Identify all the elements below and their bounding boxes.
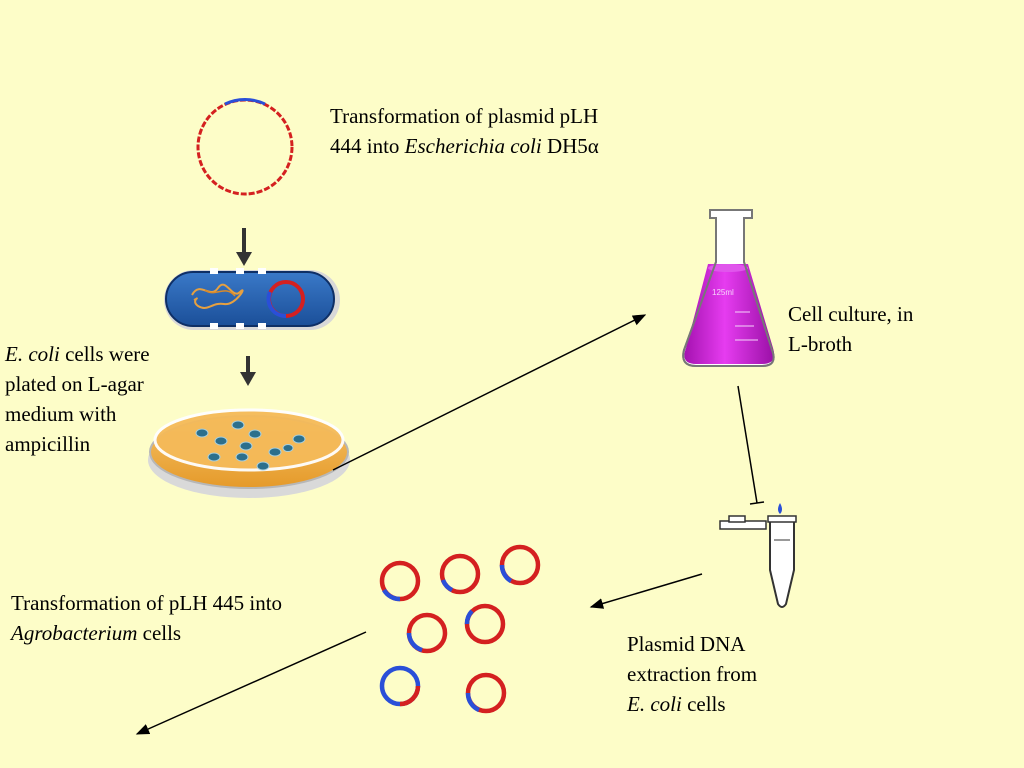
label-text: L-broth	[788, 332, 853, 356]
label-line: E. coli cells were	[5, 339, 150, 369]
small-plasmid-icon	[379, 665, 421, 707]
species-name: E. coli	[627, 692, 682, 716]
species-name: Agrobacterium	[11, 621, 138, 645]
petri-dish-icon	[148, 408, 350, 498]
label-text: DH5α	[541, 134, 599, 158]
label-text: extraction from	[627, 662, 758, 686]
label-cell-culture: Cell culture, in L-broth	[788, 299, 913, 359]
small-plasmid-icon	[465, 672, 507, 714]
label-line: Agrobacterium cells	[11, 618, 282, 648]
species-name: Escherichia coli	[404, 134, 542, 158]
label-text: 444 into	[330, 134, 405, 158]
label-text: Cell culture, in	[788, 302, 914, 326]
label-line: plated on L-agar	[5, 369, 150, 399]
label-text: plated on L-agar	[5, 372, 144, 396]
erlenmeyer-flask-icon: 125ml	[682, 209, 775, 367]
down-arrow-icon	[240, 356, 256, 386]
label-line: Cell culture, in	[788, 299, 913, 329]
plasmid-cluster-icon	[379, 544, 541, 714]
arrow-flask-to-tube	[737, 385, 765, 505]
label-text: Transformation of plasmid pLH	[330, 104, 599, 128]
species-name: E. coli	[5, 342, 60, 366]
arrow-tube-to-plasmids	[589, 573, 703, 609]
label-line: extraction from	[627, 659, 757, 689]
small-plasmid-icon	[379, 560, 421, 602]
arrow-dish-to-flask	[332, 314, 647, 471]
down-arrow-icon	[236, 228, 252, 266]
microcentrifuge-tube-icon	[719, 503, 797, 608]
label-transformation-plh445: Transformation of pLH 445 into Agrobacte…	[11, 588, 282, 648]
label-text: cells	[137, 621, 182, 645]
label-line: ampicillin	[5, 429, 150, 459]
label-line: E. coli cells	[627, 689, 757, 719]
label-line: Transformation of plasmid pLH	[330, 101, 599, 131]
label-text: Transformation of pLH 445 into	[11, 591, 283, 615]
label-line: Plasmid DNA	[627, 629, 757, 659]
label-line: 444 into Escherichia coli DH5α	[330, 131, 599, 161]
label-text: cells were	[59, 342, 150, 366]
plasmid-icon	[196, 98, 294, 196]
label-transformation-plh444: Transformation of plasmid pLH 444 into E…	[330, 101, 599, 161]
label-plasmid-extraction: Plasmid DNA extraction from E. coli cell…	[627, 629, 757, 719]
small-plasmid-icon	[464, 603, 506, 645]
label-text: medium with	[5, 402, 117, 426]
small-plasmid-icon	[406, 612, 448, 654]
small-plasmid-icon	[439, 553, 481, 595]
flask-volume-label: 125ml	[712, 288, 734, 297]
label-text: Plasmid DNA	[627, 632, 746, 656]
label-text: cells	[681, 692, 726, 716]
small-plasmid-icon	[499, 544, 541, 586]
label-line: L-broth	[788, 329, 913, 359]
label-text: ampicillin	[5, 432, 91, 456]
bacterium-cell-icon	[164, 268, 340, 330]
label-line: medium with	[5, 399, 150, 429]
arrow-plasmids-to-agrobacterium	[135, 631, 367, 735]
label-line: Transformation of pLH 445 into	[11, 588, 282, 618]
label-ecoli-plated: E. coli cells were plated on L-agar medi…	[5, 339, 150, 459]
